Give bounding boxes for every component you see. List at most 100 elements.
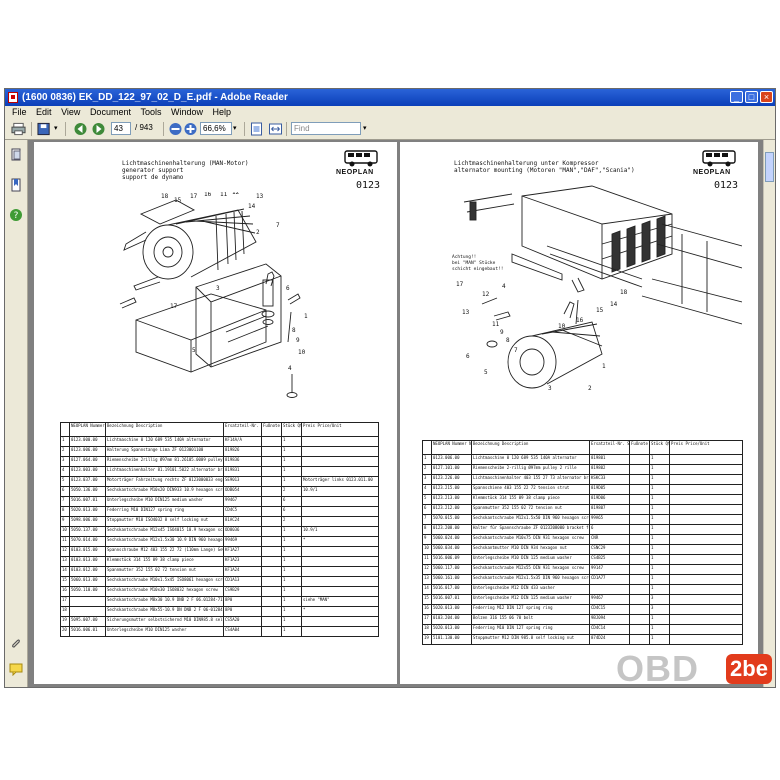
table-cell (301, 626, 379, 637)
table-cell (261, 526, 282, 537)
table-cell: 10.9/1 (301, 486, 379, 497)
attachments-icon[interactable] (9, 637, 23, 651)
table-cell (589, 584, 630, 595)
pages-panel-icon[interactable] (9, 148, 23, 162)
vertical-scrollbar[interactable] (763, 140, 775, 687)
find-dropdown-chevron-icon[interactable]: ▾ (363, 125, 367, 132)
table-cell: Sechskantschraube M8x55-10.9 DN DNB 2 F … (105, 606, 224, 617)
comments-icon[interactable] (9, 662, 23, 676)
table-cell: 0127.101.00 (431, 464, 472, 475)
table-cell (669, 564, 743, 575)
table-cell: 13 (422, 574, 432, 585)
table-cell (629, 454, 650, 465)
table-cell (261, 596, 282, 607)
table-cell (301, 496, 379, 507)
table-cell: siehe "MAN" (301, 596, 379, 607)
table-cell: 1 (281, 626, 302, 637)
table-cell: 6 (422, 504, 432, 515)
print-icon[interactable] (11, 122, 26, 136)
table-cell: OD8036 (223, 526, 262, 537)
table-cell (629, 474, 650, 485)
table-cell (261, 556, 282, 567)
find-input[interactable]: Find (291, 122, 361, 135)
minimize-button[interactable]: _ (730, 91, 743, 103)
table-cell: 99147 (589, 564, 630, 575)
table-cell (669, 464, 743, 475)
save-dropdown-chevron-icon[interactable]: ▾ (54, 125, 58, 132)
menu-document[interactable]: Document (89, 107, 131, 117)
pdf-app-icon (8, 92, 18, 103)
table-cell: 5020.013.00 (431, 624, 472, 635)
maximize-button[interactable]: □ (745, 91, 758, 103)
table-cell: 10 (422, 544, 432, 555)
title-bar[interactable]: (1600 0836) EK_DD_122_97_02_D_E.pdf - Ad… (5, 89, 775, 106)
table-cell: 1 (649, 564, 670, 575)
table-cell: 1 (281, 586, 302, 597)
table-cell: 1 (281, 466, 302, 477)
table-cell: Klemmstück 314 155 09 38 clamp piece (105, 556, 224, 567)
table-cell: 10.9/1 (301, 526, 379, 537)
table-cell: 819836 (223, 456, 262, 467)
bookmarks-panel-icon[interactable] (9, 178, 23, 192)
fit-width-icon[interactable] (268, 122, 283, 136)
table-cell: 99A65 (589, 514, 630, 525)
next-page-icon[interactable] (91, 122, 106, 136)
previous-page-icon[interactable] (73, 122, 88, 136)
table-cell: 5060.117.00 (431, 564, 472, 575)
save-icon[interactable] (37, 122, 52, 136)
table-cell: Unterlegscheibe M12 DIN 433 washer (471, 584, 590, 595)
menu-view[interactable]: View (61, 107, 81, 117)
menu-edit[interactable]: Edit (36, 107, 52, 117)
menu-window[interactable]: Window (171, 107, 204, 117)
document-area[interactable]: Lichtmaschinenhalterung (MAN-Motor) gene… (28, 140, 763, 687)
table-cell: 6 (60, 486, 70, 497)
table-cell (261, 516, 282, 527)
help-icon[interactable]: ? (9, 208, 23, 222)
fit-page-icon[interactable] (249, 122, 264, 136)
table-cell: 3 (422, 474, 432, 485)
menu-file[interactable]: File (12, 107, 27, 117)
zoom-in-icon[interactable] (183, 122, 198, 136)
table-cell: Federring M12 DIN 127 spring ring (471, 604, 590, 615)
svg-text:1: 1 (304, 313, 308, 320)
table-cell (301, 446, 379, 457)
table-cell (261, 446, 282, 457)
svg-text:18: 18 (620, 289, 628, 296)
zoom-out-icon[interactable] (168, 122, 183, 136)
table-cell: 15 (422, 594, 432, 605)
page-number-input[interactable]: 43 (111, 122, 131, 135)
table-cell: 16 (60, 586, 70, 597)
close-button[interactable]: × (760, 91, 773, 103)
svg-text:9: 9 (500, 329, 504, 336)
table-cell (669, 584, 743, 595)
table-cell: KF1A27 (223, 546, 262, 557)
page-title-de: Lichtmaschinenhalterung unter Kompressor (454, 160, 599, 167)
svg-text:15: 15 (174, 197, 182, 204)
table-cell: 5060.161.00 (431, 574, 472, 585)
zoom-dropdown-chevron-icon[interactable]: ▾ (233, 125, 237, 132)
table-cell (69, 596, 106, 607)
table-cell (261, 586, 282, 597)
svg-text:12: 12 (232, 192, 240, 196)
scrollbar-thumb[interactable] (765, 152, 774, 182)
menu-help[interactable]: Help (212, 107, 232, 117)
svg-text:13: 13 (256, 193, 264, 200)
table-cell (629, 514, 650, 525)
table-cell (301, 566, 379, 577)
table-cell: 1 (649, 524, 670, 535)
table-cell (261, 566, 282, 577)
table-cell: Lichtmaschinenhalter 403 155 27 73 alter… (471, 474, 590, 485)
table-cell: 1 (649, 554, 670, 565)
table-cell (261, 496, 282, 507)
table-cell: 0123.006.00 (69, 446, 106, 457)
svg-text:15: 15 (596, 307, 604, 314)
table-cell: 1 (649, 614, 670, 625)
zoom-level-field[interactable]: 66,6% (200, 122, 232, 135)
menu-tools[interactable]: Tools (140, 107, 162, 117)
